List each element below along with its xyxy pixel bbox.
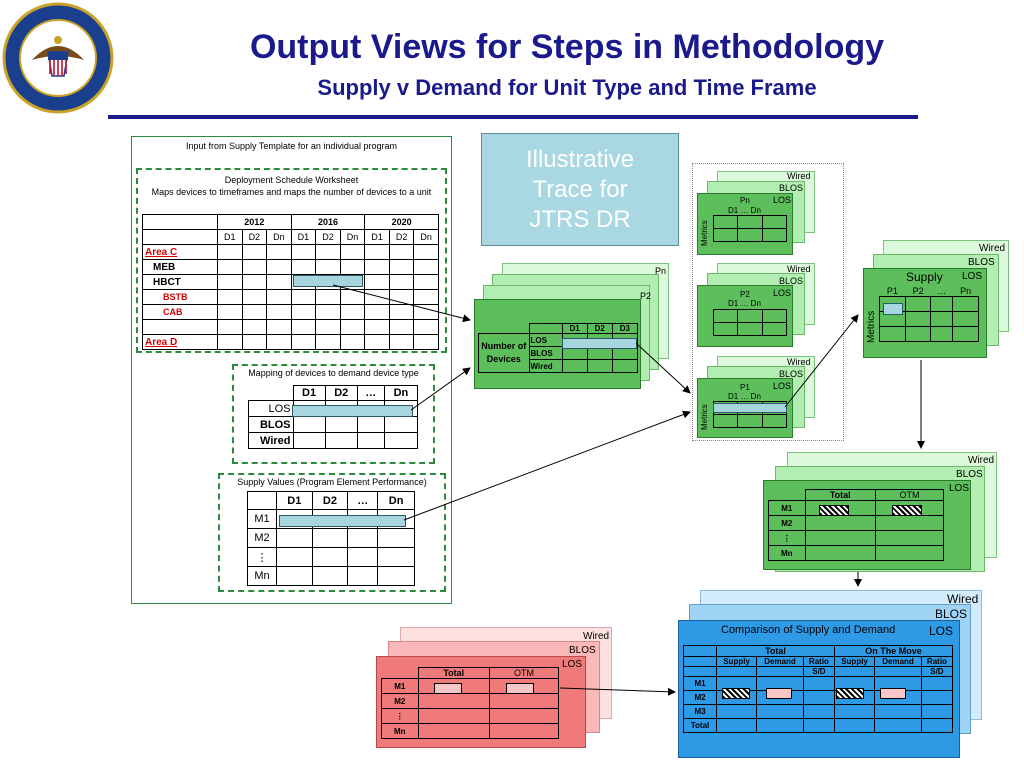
sv-row-mn: Mn <box>247 566 277 586</box>
supply-values-caption: Supply Values (Program Element Performan… <box>237 477 427 487</box>
metric1-label-los: LOS <box>773 195 792 205</box>
supply-col-ellipsis: … <box>937 286 947 296</box>
supply-col-p1: P1 <box>886 286 898 296</box>
row-area-d: Area D <box>142 334 218 350</box>
dem-pink-otm <box>506 683 534 694</box>
los-highlight-bar <box>292 405 413 417</box>
mapping-caption: Mapping of devices to demand device type <box>248 368 419 378</box>
metric2-label-wired: Wired <box>787 264 811 274</box>
page-subtitle: Supply v Demand for Unit Type and Time F… <box>317 75 817 100</box>
deployment-desc: Maps devices to timeframes and maps the … <box>151 187 432 197</box>
cmp-hatch-otm-supply <box>836 688 864 699</box>
metric3-label-wired: Wired <box>787 357 811 367</box>
dem-pink-total <box>434 683 462 694</box>
dem-label-los: LOS <box>562 659 583 670</box>
devices-table: D1 D2 D3 Number of Devices LOS BLOS Wire… <box>478 323 639 373</box>
supply-highlight-cell <box>883 303 903 315</box>
metric3-label-los: LOS <box>773 381 792 391</box>
dem-label-wired: Wired <box>583 631 610 642</box>
arrow-devices-to-metrics <box>635 342 691 394</box>
cmp-title: Comparison of Supply and Demand <box>721 624 896 636</box>
hbct-highlight-bar <box>293 275 363 287</box>
arrow-hbct-to-devices <box>332 284 471 323</box>
supply-col-pn: Pn <box>960 286 972 296</box>
deployment-title: Deployment Schedule Worksheet <box>224 175 359 185</box>
deployment-table: 2012 2016 2020 D1 D2 Dn D1 D2 Dn D1 D2 D… <box>142 214 439 350</box>
metrics-container <box>692 163 844 441</box>
metric2-label-blos: BLOS <box>779 276 804 286</box>
cmp-label-los: LOS <box>929 624 954 638</box>
map-row-wired: Wired <box>248 432 294 449</box>
tot-grid: Total OTM M1 M2 ⋮ Mn <box>768 489 945 561</box>
supply-label-wired: Wired <box>979 243 1006 254</box>
metric1-d: D1 … Dn <box>728 206 761 215</box>
supply-col-p2: P2 <box>912 286 924 296</box>
tot-hatch-total <box>819 505 849 516</box>
title-rule <box>108 115 918 119</box>
dem-row-mn: Mn <box>381 723 419 739</box>
arrow-mapping-to-devices <box>410 367 471 411</box>
input-panel-caption: Input from Supply Template for an indivi… <box>186 141 397 151</box>
metric3-highlight-bar <box>713 403 787 413</box>
devices-tab-pn: Pn <box>655 266 667 276</box>
metric2-label-los: LOS <box>773 288 792 298</box>
cmp-hatch-supply <box>722 688 750 699</box>
metric2-grid <box>712 309 788 336</box>
devices-tab-p2: P2 <box>640 291 652 301</box>
illustrative-trace-text: Illustrative Trace for JTRS DR <box>525 146 635 233</box>
metric2-d: D1 … Dn <box>728 299 761 308</box>
metric3-d: D1 … Dn <box>728 392 761 401</box>
sv-col-dn: Dn <box>377 491 415 510</box>
tot-row-mn: Mn <box>768 545 806 561</box>
metric1-label-blos: BLOS <box>779 183 804 193</box>
metric1-p: Pn <box>740 196 750 205</box>
metric3-p: P1 <box>740 383 750 392</box>
metric2-p: P2 <box>740 290 750 299</box>
dem-label-blos: BLOS <box>569 645 596 656</box>
supply-label-blos: BLOS <box>968 257 995 268</box>
tot-label-los: LOS <box>949 483 970 494</box>
supply-label-los: LOS <box>962 271 983 282</box>
tot-label-blos: BLOS <box>956 469 983 480</box>
arrow-supply-values-to-metrics <box>403 410 691 521</box>
cmp-label-wired: Wired <box>947 592 979 606</box>
supply-title: Supply <box>906 270 943 284</box>
cmp-pink-otm-demand <box>880 688 906 699</box>
dod-seal <box>2 2 114 114</box>
tot-label-wired: Wired <box>968 455 995 466</box>
illustrative-trace-box <box>481 133 679 246</box>
metric1-label-wired: Wired <box>787 171 811 181</box>
metric1-grid <box>712 215 788 242</box>
cmp-label-blos: BLOS <box>935 607 968 621</box>
arrow-metrics-to-supply <box>784 314 859 408</box>
col-dn: Dn <box>413 229 439 245</box>
page-title: Output Views for Steps in Methodology <box>249 28 885 66</box>
tot-hatch-otm <box>892 505 922 516</box>
arrow-demand-to-comparison <box>559 687 676 696</box>
m1-highlight-bar <box>279 515 406 527</box>
cmp-pink-demand <box>766 688 792 699</box>
metric3-label-blos: BLOS <box>779 369 804 379</box>
